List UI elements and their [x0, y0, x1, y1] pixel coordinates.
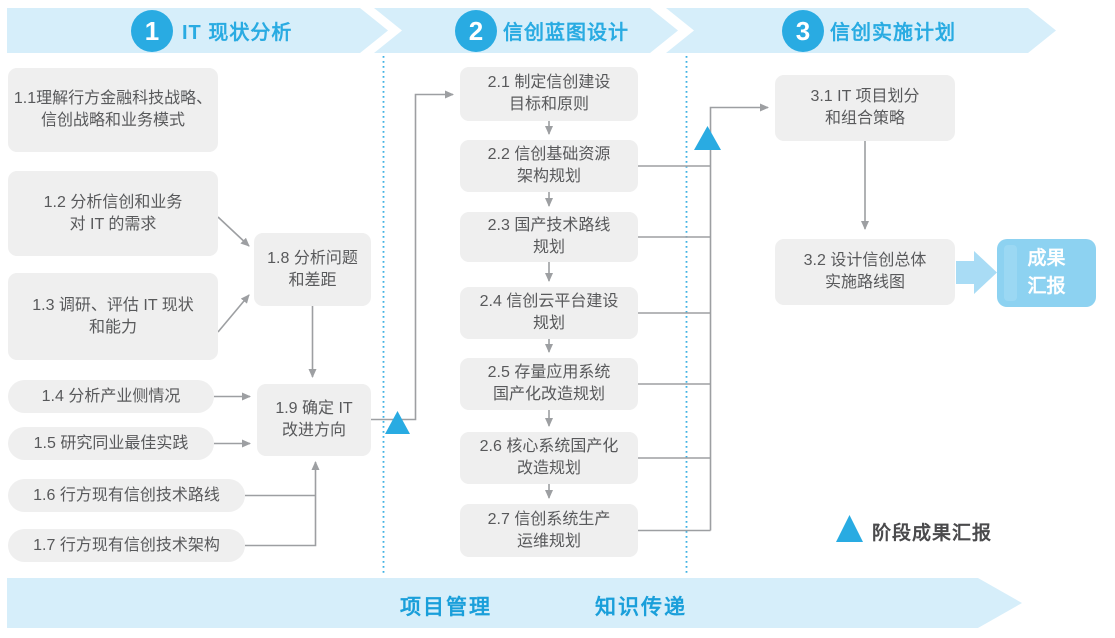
phase-3-band — [666, 8, 1056, 53]
legend-triangle-icon — [836, 515, 863, 542]
step-2-2-box: 2.2 信创基础资源 架构规划 — [460, 140, 638, 192]
bottom-band — [7, 578, 1022, 628]
phase-2-number-badge: 2 — [455, 10, 497, 52]
connector-1-3-to-1-8 — [217, 294, 250, 333]
result-report-box: 成果 汇报 — [997, 239, 1096, 307]
milestone-triangle-phase-1 — [385, 411, 410, 434]
step-1-6-box: 1.6 行方现有信创技术路线 — [8, 479, 245, 512]
step-1-8-box: 1.8 分析问题 和差距 — [254, 233, 371, 306]
step-1-4-box: 1.4 分析产业侧情况 — [8, 380, 214, 413]
step-3-1-box: 3.1 IT 项目划分 和组合策略 — [775, 75, 955, 141]
deliverable-arrow — [956, 251, 997, 294]
result-box-stripe — [1004, 245, 1017, 301]
phase-3-title: 信创实施计划 — [830, 22, 956, 44]
bottom-band-label-knowledge-transfer: 知识传递 — [595, 596, 687, 619]
phase-1-number-badge: 1 — [131, 10, 173, 52]
phase-2-band — [374, 8, 678, 53]
step-1-2-box: 1.2 分析信创和业务 对 IT 的需求 — [8, 171, 218, 256]
step-2-6-box: 2.6 核心系统国产化 改造规划 — [460, 432, 638, 484]
step-2-1-box: 2.1 制定信创建设 目标和原则 — [460, 67, 638, 121]
phase-1-band — [7, 8, 388, 53]
step-2-7-box: 2.7 信创系统生产 运维规划 — [460, 504, 638, 557]
phase-3-number-badge: 3 — [782, 10, 824, 52]
step-1-1-box: 1.1理解行方金融科技战略、 信创战略和业务模式 — [8, 68, 218, 152]
result-report-label: 成果 汇报 — [1027, 248, 1066, 297]
step-2-4-box: 2.4 信创云平台建设 规划 — [460, 287, 638, 339]
step-1-9-box: 1.9 确定 IT 改进方向 — [257, 384, 371, 456]
legend-label: 阶段成果汇报 — [872, 523, 993, 544]
phase-1-title: IT 现状分析 — [182, 22, 293, 44]
connector-1-7-to-1-9 — [245, 461, 320, 547]
step-2-5-box: 2.5 存量应用系统 国产化改造规划 — [460, 358, 638, 410]
bottom-band-label-project-management: 项目管理 — [400, 596, 492, 619]
step-1-7-box: 1.7 行方现有信创技术架构 — [8, 529, 245, 562]
connector-1-2-to-1-8 — [217, 216, 250, 247]
step-2-3-box: 2.3 国产技术路线 规划 — [460, 212, 638, 262]
step-3-2-box: 3.2 设计信创总体 实施路线图 — [775, 239, 955, 305]
connector-collector-to-3-1 — [709, 103, 769, 531]
milestone-triangle-phase-2 — [694, 126, 721, 150]
step-1-3-box: 1.3 调研、评估 IT 现状 和能力 — [8, 273, 218, 360]
step-1-5-box: 1.5 研究同业最佳实践 — [8, 427, 214, 460]
phase-2-title: 信创蓝图设计 — [503, 22, 629, 44]
